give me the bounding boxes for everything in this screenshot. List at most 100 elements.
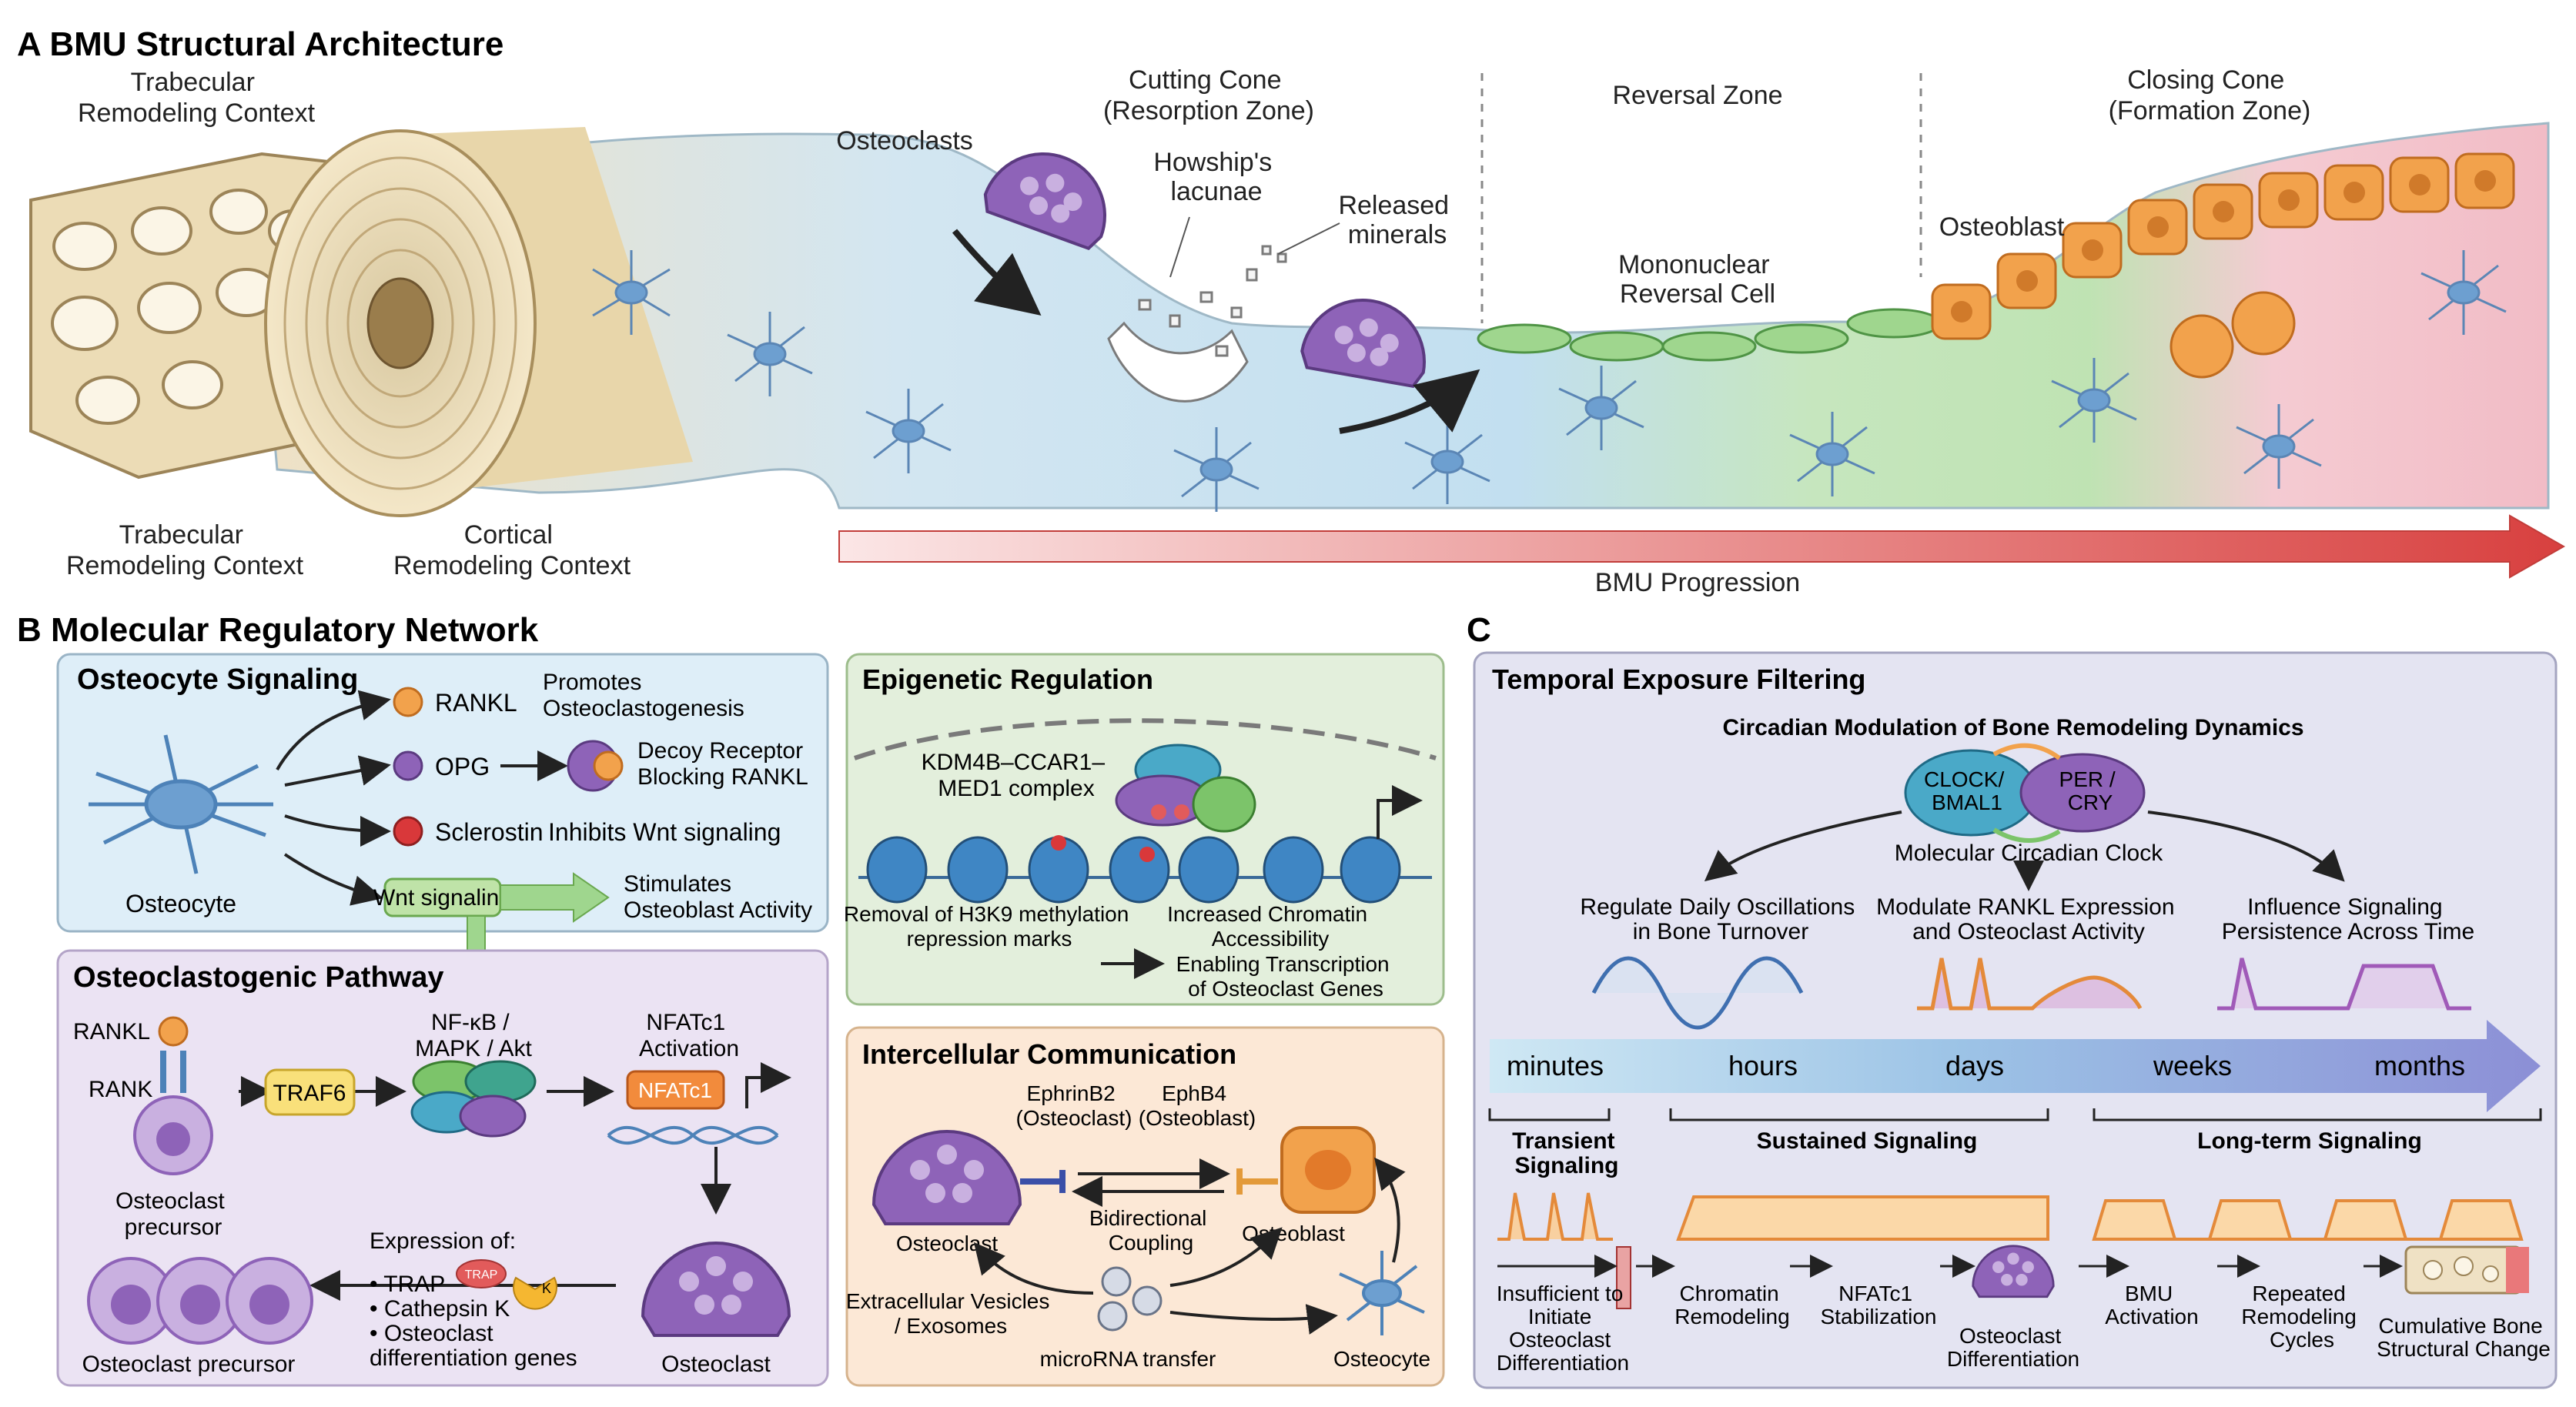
ephrin-ligand [1020, 1170, 1066, 1193]
trap-tag-label: TRAP [465, 1268, 498, 1282]
wnt-arrow [500, 872, 610, 923]
effect-daily: Regulate Daily Oscillations in Bone Turn… [1580, 894, 1861, 944]
sustained-label: Sustained Signaling [1757, 1128, 1978, 1154]
opg-effect: Decoy Receptor Blocking RANKL [637, 738, 809, 790]
osteoclast-cell-2 [1300, 299, 1426, 389]
sclerostin-effect: Inhibits Wnt signaling [548, 818, 781, 846]
osteocyte-network [592, 250, 2507, 512]
flow-chromatin: Chromatin Remodeling [1674, 1282, 1789, 1328]
pathway-rankl: RANKL [73, 1019, 150, 1044]
resorption-arrow [952, 229, 1042, 316]
increased-label: Increased Chromatin Accessibility [1167, 902, 1373, 951]
epigenetic-box [845, 653, 1445, 1006]
daily-oscillation-wave [1591, 956, 1804, 1030]
intercellular-box [845, 1026, 1445, 1387]
arrow-wnt [283, 853, 383, 906]
signaling-complex [410, 1060, 537, 1138]
temporal-title: Temporal Exposure Filtering [1492, 663, 1865, 695]
cortical-label: Cortical Remodeling Context [393, 520, 631, 580]
osteocyte-label: Osteocyte [125, 890, 236, 917]
enabling-label: Enabling Transcription of Osteoclast Gen… [1176, 952, 1396, 1001]
osteoclast-cell-1 [983, 152, 1106, 251]
reversal-cells [1477, 308, 1942, 362]
osteocyte-signaling-box [56, 653, 829, 933]
cutting-cone-label: Cutting Cone (Resorption Zone) [1103, 65, 1314, 125]
precursor-label: Osteoclast precursor [115, 1188, 231, 1240]
arrow-rankl [276, 690, 391, 770]
chromatin-strand [858, 785, 1432, 904]
rankl-pulse-wave [1917, 957, 2143, 1011]
transient-pulses [1497, 1192, 1613, 1241]
panel-b: B Molecular Regulatory Network Osteocyte… [17, 611, 1445, 1387]
traf6-box [264, 1068, 356, 1116]
time-hours: hours [1728, 1050, 1798, 1081]
nfatc1-label: NFATc1 [638, 1078, 712, 1102]
clock-label: CLOCK/ BMAL1 [1924, 767, 2010, 814]
clock-caption: Molecular Circadian Clock [1895, 841, 2163, 866]
sclerostin-dot [393, 816, 423, 847]
flow-nfatc1: NFATc1 Stabilization [1821, 1282, 1937, 1328]
precursor-group [87, 1257, 313, 1345]
k-tag-label: K [542, 1281, 551, 1296]
sustained-plateau [1676, 1195, 2049, 1241]
ephb4-label: EphB4 (Osteoblast) [1139, 1081, 1256, 1130]
trabecular-bottom-label: Trabecular Remodeling Context [66, 520, 304, 580]
released-minerals-label: Released minerals [1338, 191, 1456, 249]
threshold-bar [1616, 1246, 1631, 1309]
time-months: months [2374, 1050, 2465, 1081]
effect-rankl: Modulate RANKL Expression and Osteoclast… [1876, 894, 2181, 944]
rankl-ligand [158, 1016, 189, 1047]
epigenetic-title: Epigenetic Regulation [862, 663, 1153, 695]
exosomes [1097, 1266, 1163, 1332]
bone-body [253, 122, 2550, 510]
flow-bmu: BMU Activation [2105, 1282, 2198, 1328]
per-label: PER / CRY [2059, 767, 2122, 814]
cortical-cylinder [264, 127, 693, 517]
transcription-arrow [745, 1062, 791, 1108]
flow-insufficient: Insufficient to Initiate Osteoclast Diff… [1497, 1282, 1629, 1375]
migration-arrow [1339, 369, 1480, 434]
flow-osteoclast-label: Osteoclast Differentiation [1947, 1324, 2079, 1371]
opg-dot [393, 750, 423, 781]
flow-repeated: Repeated Remodeling Cycles [2241, 1282, 2362, 1352]
intercellular-osteocyte [1339, 1251, 1425, 1335]
osteocyte-cell [89, 734, 273, 874]
pathway-osteoclast [641, 1242, 791, 1337]
osteoblast-nuclei [1951, 170, 2496, 323]
sclerostin-label: Sclerostin [435, 818, 544, 846]
bmu-progression-arrow [838, 514, 2566, 579]
traf6-label: TRAF6 [273, 1081, 346, 1106]
removal-label: Removal of H3K9 methylation repression m… [844, 902, 1135, 951]
wnt-effect: Stimulates Osteoblast Activity [624, 871, 812, 923]
time-minutes: minutes [1507, 1050, 1604, 1081]
rankl-dot [393, 687, 423, 717]
nfkb-label: NF-κB / MAPK / Akt [415, 1010, 532, 1061]
timescale-arrow [1490, 1020, 2541, 1112]
time-days: days [1945, 1050, 2004, 1081]
precursor-bottom-label: Osteoclast precursor [82, 1352, 296, 1377]
rankl-label: RANKL [435, 689, 517, 717]
int-osteoblast-label: Osteoblast [1242, 1222, 1345, 1245]
arrow-sclerostin [284, 814, 391, 847]
complex-label: KDM4B–CCAR1– MED1 complex [922, 750, 1112, 801]
rankl-effect: Promotes Osteoclastogenesis [543, 670, 744, 721]
howships-label: Howship's lacunae [1153, 148, 1279, 206]
longterm-label: Long-term Signaling [2197, 1128, 2422, 1154]
osteocyte-signaling-title: Osteocyte Signaling [77, 663, 358, 696]
intercellular-title: Intercellular Communication [862, 1038, 1236, 1070]
expression-title: Expression of: [370, 1228, 516, 1254]
cumulative-bone-icon [2404, 1245, 2529, 1295]
circadian-subtitle: Circadian Modulation of Bone Remodeling … [1722, 715, 2303, 740]
flow-cumulative: Cumulative Bone Structural Change [2377, 1314, 2551, 1361]
trap-tag [456, 1259, 507, 1288]
panel-c-heading: C [1467, 611, 1491, 649]
osteoclastogenic-title: Osteoclastogenic Pathway [73, 961, 444, 994]
decoy-receptor-icon [567, 740, 624, 792]
vesicles-label: Extracellular Vesicles / Exosomes [846, 1289, 1055, 1338]
time-weeks: weeks [2153, 1050, 2232, 1081]
resorption-debris [1107, 245, 1287, 403]
k-tag [513, 1276, 557, 1310]
flow-osteoclast [1972, 1245, 2055, 1298]
expression-list: • TRAP • Cathepsin K • Osteoclast differ… [370, 1272, 577, 1371]
intercellular-osteoclast [871, 1130, 1022, 1225]
